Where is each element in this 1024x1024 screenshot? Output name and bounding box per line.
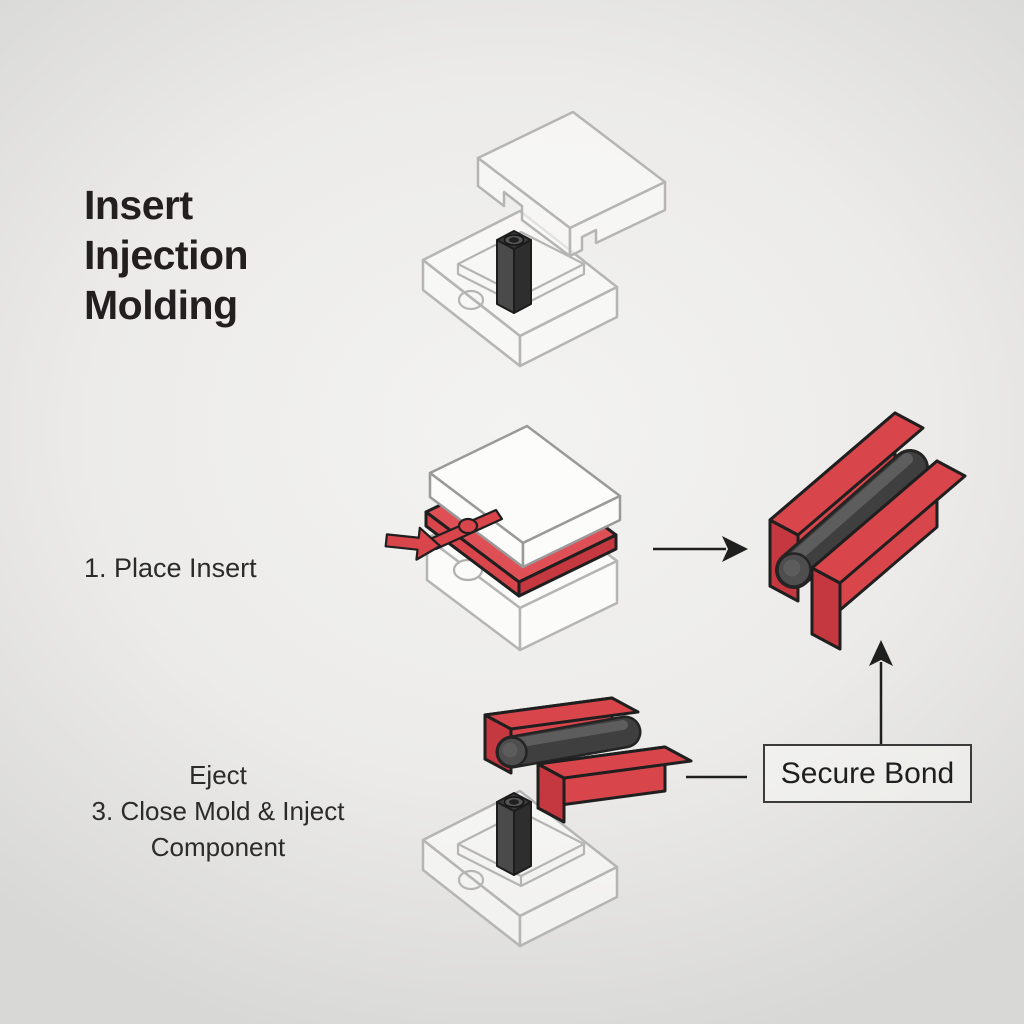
back-slab-top-face bbox=[483, 696, 640, 731]
page-title: Insert Injection Molding bbox=[84, 180, 249, 330]
title-line-1: Insert bbox=[84, 182, 193, 228]
secure-bond-label: Secure Bond bbox=[780, 756, 955, 790]
metal-insert-pin bbox=[496, 792, 532, 876]
step3-line-2: 3. Close Mold & Inject bbox=[91, 796, 345, 826]
secure-bond-arrow-up bbox=[869, 640, 893, 744]
cylinder-highlight bbox=[505, 720, 628, 749]
title-line-3: Molding bbox=[84, 282, 238, 328]
injected-layer-right bbox=[517, 533, 618, 598]
metal-insert-pin bbox=[496, 230, 532, 314]
front-slab-top-face bbox=[810, 459, 967, 585]
front-slab-top-face bbox=[536, 745, 693, 780]
lower-block-right-face bbox=[518, 559, 619, 652]
ejected-component bbox=[483, 696, 693, 824]
cylinder-highlight bbox=[785, 453, 913, 567]
step3-line-3: Component bbox=[150, 832, 286, 862]
injection-arrow bbox=[384, 526, 442, 561]
step3-label: Eject 3. Close Mold & Inject Component bbox=[58, 757, 378, 865]
sprue-bump bbox=[457, 517, 479, 535]
title-line-2: Injection bbox=[84, 232, 249, 278]
upper-block-right-face bbox=[521, 494, 622, 569]
step1-label: 1. Place Insert bbox=[84, 553, 257, 583]
upper-mold-right-face bbox=[568, 180, 667, 258]
secure-bond-callout: Secure Bond bbox=[763, 744, 972, 803]
step3-line-1: Eject bbox=[189, 760, 247, 790]
cylinder-end-highlight bbox=[502, 742, 518, 758]
diagram-bonded-component bbox=[768, 411, 967, 651]
cylinder-body bbox=[498, 718, 639, 766]
back-slab-top-face bbox=[768, 411, 925, 537]
diagram-eject bbox=[421, 696, 693, 948]
arrow-head bbox=[722, 536, 748, 562]
bonded-insert-cylinder bbox=[775, 449, 929, 589]
cylinder-end-highlight bbox=[783, 559, 801, 577]
flow-arrow-right bbox=[653, 536, 748, 562]
diagram-open-mold bbox=[421, 110, 667, 368]
diagram-injection bbox=[384, 424, 622, 652]
arrow-head bbox=[869, 640, 893, 666]
cylinder-body bbox=[778, 452, 926, 586]
